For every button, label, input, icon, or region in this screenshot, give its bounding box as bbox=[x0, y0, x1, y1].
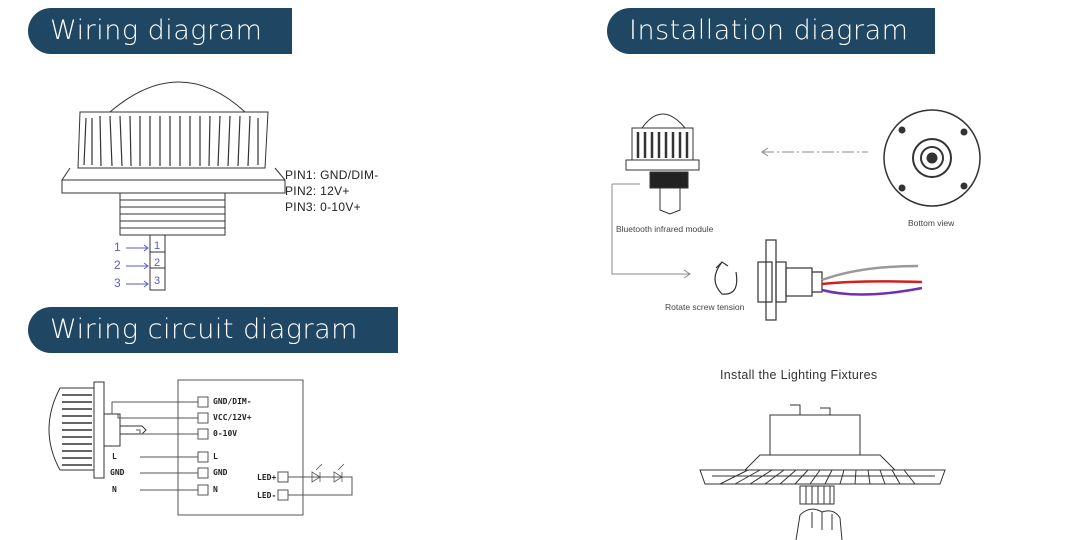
wiring-diagram-title: Wiring diagram bbox=[28, 8, 292, 54]
pin-number-3-inner: 3 bbox=[154, 275, 161, 287]
wiring-circuit-diagram-title: Wiring circuit diagram bbox=[28, 307, 398, 353]
rotate-screw-label: Rotate screw tension bbox=[665, 302, 745, 312]
circuit-sensor bbox=[48, 381, 147, 479]
pin-number-2-inner: 2 bbox=[154, 257, 161, 269]
bottom-view-label: Bottom view bbox=[908, 218, 955, 228]
sensor-wires bbox=[821, 264, 923, 296]
sensor-side-view bbox=[61, 81, 286, 291]
pin-number-1-outer: 1 bbox=[114, 240, 121, 254]
module-arrow bbox=[611, 183, 691, 279]
wire-l-label: L bbox=[112, 452, 117, 461]
circuit-led-minus-label: LED- bbox=[257, 491, 277, 500]
wire-gnd-label: GND bbox=[110, 468, 125, 477]
pin2-label: PIN2: 12V+ bbox=[285, 184, 350, 198]
pin-number-1-inner: 1 bbox=[154, 240, 161, 252]
bluetooth-module-label: Bluetooth infrared module bbox=[616, 224, 714, 234]
pin-number-3-outer: 3 bbox=[114, 276, 121, 290]
pin-number-2-outer: 2 bbox=[114, 258, 121, 272]
circuit-dim-label: 0-10V bbox=[213, 429, 238, 438]
circuit-gnd-label: GND bbox=[213, 468, 228, 477]
install-fixtures-label: Install the Lighting Fixtures bbox=[720, 368, 878, 382]
pin3-label: PIN3: 0-10V+ bbox=[285, 200, 361, 214]
led-symbols bbox=[311, 463, 345, 483]
lighting-fixture-drawing bbox=[699, 404, 946, 540]
wire-n-label: N bbox=[112, 485, 117, 494]
sensor-module-small bbox=[625, 113, 700, 215]
circuit-gnd-dim-label: GND/DIM- bbox=[213, 397, 252, 406]
circuit-l-label: L bbox=[213, 452, 218, 461]
screw-tension-drawing bbox=[714, 239, 823, 321]
circuit-vcc-label: VCC/12V+ bbox=[213, 413, 252, 422]
bottom-view-drawing bbox=[883, 109, 981, 207]
pin-arrows bbox=[126, 244, 149, 288]
circuit-n-label: N bbox=[213, 485, 218, 494]
circuit-wires bbox=[111, 401, 353, 496]
pin1-label: PIN1: GND/DIM- bbox=[285, 168, 379, 182]
installation-diagram-title: Installation diagram bbox=[607, 8, 935, 54]
circuit-led-plus-label: LED+ bbox=[257, 473, 277, 482]
